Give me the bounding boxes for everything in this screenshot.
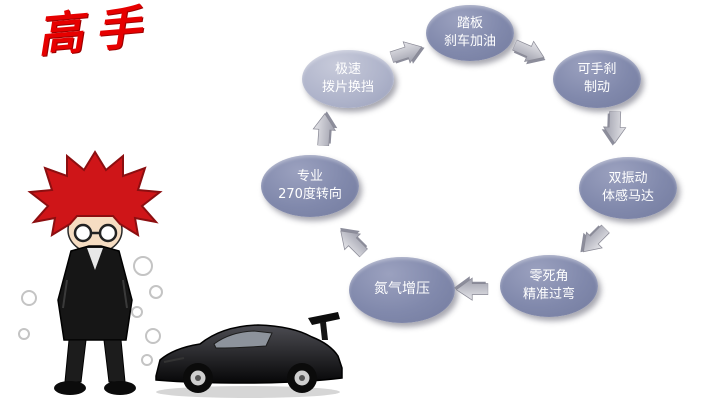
node-270-steering: 专业 270度转向 (261, 155, 359, 217)
arrow-handbrake-to-vibration (600, 110, 628, 147)
sports-car-illustration (150, 302, 345, 400)
node-label: 极速 (334, 61, 361, 77)
node-pedal-brake-accelerate: 踏板 刹车加油 (426, 5, 514, 61)
node-label: 精准过弯 (522, 287, 575, 302)
node-handbrake: 可手刹 制动 (553, 50, 641, 108)
node-label: 可手刹 (577, 61, 617, 77)
arrow-cornering-to-nitro (453, 275, 489, 302)
arrow-pedal-to-handbrake (508, 33, 552, 72)
node-label: 零死角 (529, 268, 569, 284)
node-precise-cornering: 零死角 精准过弯 (500, 255, 598, 317)
node-label: 制动 (583, 80, 610, 95)
angry-red-haired-boy-drawing (18, 150, 163, 395)
node-nitro-boost: 氮气增压 (349, 257, 455, 323)
node-label: 双振动 (608, 170, 648, 186)
arrow-paddle-to-pedal (387, 34, 430, 71)
node-paddle-shift: 极速 拨片换挡 (302, 50, 394, 108)
arrow-nitro-to-steering (330, 218, 375, 263)
node-label: 氮气增压 (374, 281, 430, 298)
node-label: 270度转向 (278, 187, 342, 202)
node-label: 体感马达 (601, 189, 654, 204)
arrow-vibration-to-cornering (571, 218, 616, 263)
black-sports-car-drawing (155, 312, 343, 398)
node-label: 专业 (296, 168, 323, 184)
node-label: 踏板 (456, 15, 483, 31)
node-label: 刹车加油 (443, 34, 496, 49)
node-dual-vibration: 双振动 体感马达 (579, 157, 677, 219)
arrow-steering-to-paddle (310, 110, 339, 148)
slide-title: 高手 (34, 0, 156, 63)
cartoon-character-illustration (15, 150, 165, 400)
node-label: 拨片换挡 (321, 80, 374, 95)
